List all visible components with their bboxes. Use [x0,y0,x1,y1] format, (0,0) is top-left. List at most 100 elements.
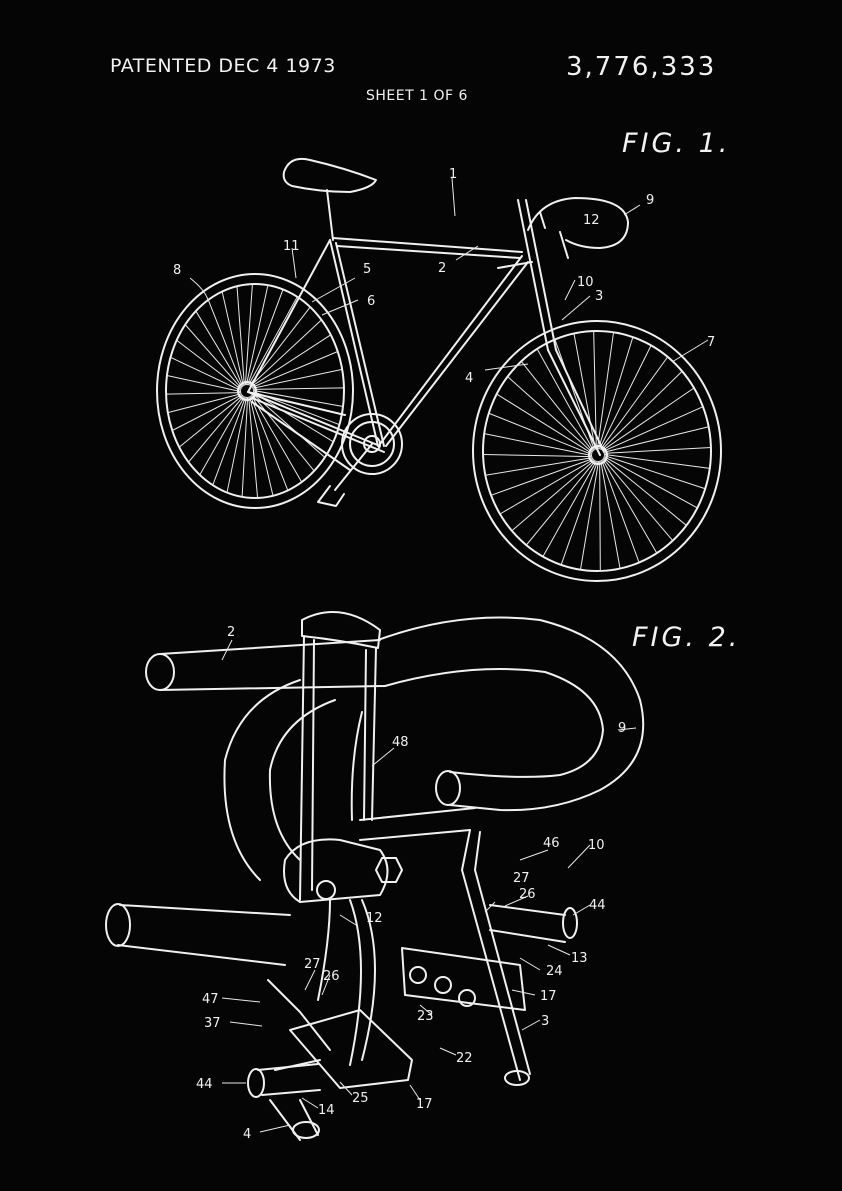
ref-14: 14 [318,1103,335,1118]
wheel-spoke [603,426,709,453]
wheel-spoke [596,332,615,450]
wheel-spoke [236,286,245,386]
wheel-spoke [246,289,284,386]
figure-2-reference-numerals: 2 9 48 46 10 27 26 44 13 24 17 3 12 27 2… [196,625,626,1142]
wheel-spoke [176,339,242,390]
patent-date: PATENTED DEC 4 1973 [110,55,336,77]
ref-23: 23 [417,1009,434,1024]
wheel-spoke [178,394,244,448]
crankset [247,391,403,507]
figure-1-reference-numerals: 1 2 3 4 5 6 7 8 9 10 11 12 [173,167,715,386]
ref-44-right: 44 [589,898,606,913]
wheel-spoke [536,348,595,452]
figure-1-label: FIG. 1. [622,128,731,159]
wheel-spoke [252,389,344,408]
wheel-spoke [250,395,289,491]
brake-assembly-drawing: 2 9 48 46 10 27 26 44 13 24 17 3 12 27 2… [105,611,645,1142]
handlebar-stem [299,611,381,901]
ref-25: 25 [352,1091,369,1106]
ref-12: 12 [366,911,383,926]
wheel-spoke [250,334,332,388]
ref-1: 1 [449,167,457,182]
brake-lever [283,838,403,1066]
ref-3: 3 [541,1014,549,1029]
ref-11: 11 [283,239,300,254]
ref-48: 48 [392,735,409,750]
wheel-spoke [221,291,244,387]
wheel-spoke [250,319,322,387]
wheel-spoke [244,284,253,386]
wheel-spoke [483,453,593,458]
wheel-spoke [603,453,710,469]
patent-number: 3,776,333 [566,52,717,82]
handlebar [497,197,629,269]
right-brake-pad [401,829,578,1086]
wheel-spoke [597,336,634,450]
wheel-spoke [496,393,593,454]
ref-10: 10 [588,838,605,853]
wheel-spoke [525,460,596,546]
ref-9: 9 [618,721,626,736]
ref-22: 22 [456,1051,473,1066]
left-brake-pad [247,979,413,1141]
wheel-spoke [603,456,698,509]
ref-9: 9 [646,193,654,208]
wheel-spoke [490,458,594,496]
wheel-spoke [170,356,242,392]
wheel-spoke [251,351,338,388]
wheel-spoke [248,296,298,386]
wheel-spoke [245,285,269,386]
wheel-spoke [485,457,593,476]
wheel-spoke [600,460,621,569]
saddle [282,157,377,193]
ref-8: 8 [173,263,181,278]
wheel-spoke [207,299,244,388]
ref-5: 5 [363,262,371,277]
wheel-spoke [511,459,595,532]
wheel-spoke [166,392,242,395]
ref-10: 10 [577,275,594,290]
wheel-spoke [542,460,597,557]
wheel-spoke [573,333,596,450]
wheel-spoke [603,457,687,526]
wheel-spoke [603,454,706,490]
rear-wheel [156,273,354,509]
ref-24: 24 [546,964,563,979]
wheel-spoke [252,392,334,443]
handlebar-drop [377,616,645,812]
wheel-spoke [593,331,597,450]
ref-6: 6 [367,294,375,309]
wheel-spoke [520,361,594,452]
ref-27-right: 27 [513,871,530,886]
ref-17-left: 17 [416,1097,433,1112]
wheel-spoke [601,387,695,452]
ref-13: 13 [571,951,588,966]
sheet-number: SHEET 1 OF 6 [366,88,468,104]
ref-7: 7 [707,335,715,350]
bicycle-drawing: 1 2 3 4 5 6 7 8 9 10 11 12 [156,157,722,582]
wheel-spoke [579,460,600,570]
wheel-spoke [249,396,274,496]
ref-3: 3 [595,289,603,304]
wheel-spoke [601,458,658,554]
wheel-spoke [250,394,303,483]
wheel-spoke [166,375,242,393]
ref-12: 12 [583,213,600,228]
ref-17-right: 17 [540,989,557,1004]
wheel-spoke [507,376,593,453]
ref-37: 37 [204,1016,221,1031]
ref-4: 4 [465,371,473,386]
wheel-spoke [226,396,248,493]
ref-27-left: 27 [304,957,321,972]
front-wheel [472,320,722,582]
figure-2-label: FIG. 2. [632,622,741,653]
wheel-spoke [602,406,704,452]
ref-4: 4 [243,1127,251,1142]
wheel-spoke [251,394,315,472]
wheel-spoke [248,396,259,498]
ref-2: 2 [438,261,446,276]
wheel-spoke [252,387,344,390]
wheel-spoke [199,396,245,476]
